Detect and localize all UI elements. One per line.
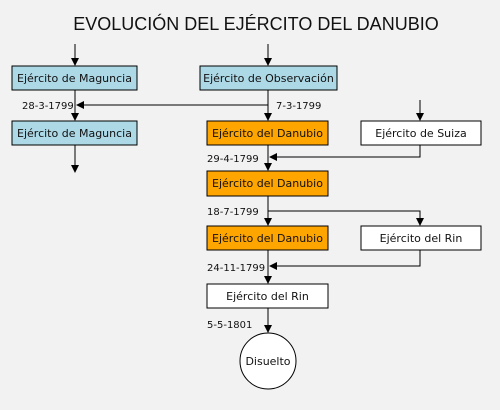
node-disuelto: Disuelto xyxy=(239,332,297,390)
node-maguncia-2: Ejército de Maguncia xyxy=(11,120,138,146)
edge-suiza-merge xyxy=(269,145,421,161)
node-rin-2-label: Ejército del Rin xyxy=(226,290,309,303)
node-rin-1-label: Ejército del Rin xyxy=(380,232,463,245)
node-rin-2: Ejército del Rin xyxy=(206,283,329,309)
node-danubio-3: Ejército del Danubio xyxy=(206,225,329,251)
date-label: 28-3-1799 xyxy=(22,101,74,112)
node-maguncia-2-label: Ejército de Maguncia xyxy=(17,127,132,140)
diagram-title: EVOLUCIÓN DEL EJÉRCITO DEL DANUBIO xyxy=(73,13,438,34)
date-label: 24-11-1799 xyxy=(207,263,265,274)
date-label: 5-5-1801 xyxy=(207,320,252,331)
node-observacion: Ejército de Observación xyxy=(199,65,338,91)
node-suiza: Ejército de Suiza xyxy=(360,120,482,146)
node-danubio-1: Ejército del Danubio xyxy=(206,120,329,146)
node-danubio-2: Ejército del Danubio xyxy=(206,170,329,197)
date-label: 7-3-1799 xyxy=(276,101,321,112)
node-danubio-3-label: Ejército del Danubio xyxy=(212,232,323,245)
edge-danubio-to-rin xyxy=(268,210,424,226)
node-disuelto-label: Disuelto xyxy=(245,355,290,368)
date-label: 29-4-1799 xyxy=(207,154,259,165)
node-maguncia-1-label: Ejército de Maguncia xyxy=(17,72,132,85)
node-suiza-label: Ejército de Suiza xyxy=(375,127,466,140)
date-label: 18-7-1799 xyxy=(207,207,259,218)
edge-rin-merge xyxy=(269,250,421,270)
node-rin-1: Ejército del Rin xyxy=(360,225,482,251)
node-observacion-label: Ejército de Observación xyxy=(203,72,334,85)
node-danubio-2-label: Ejército del Danubio xyxy=(212,177,323,190)
node-maguncia-1: Ejército de Maguncia xyxy=(11,65,138,91)
node-danubio-1-label: Ejército del Danubio xyxy=(212,127,323,140)
